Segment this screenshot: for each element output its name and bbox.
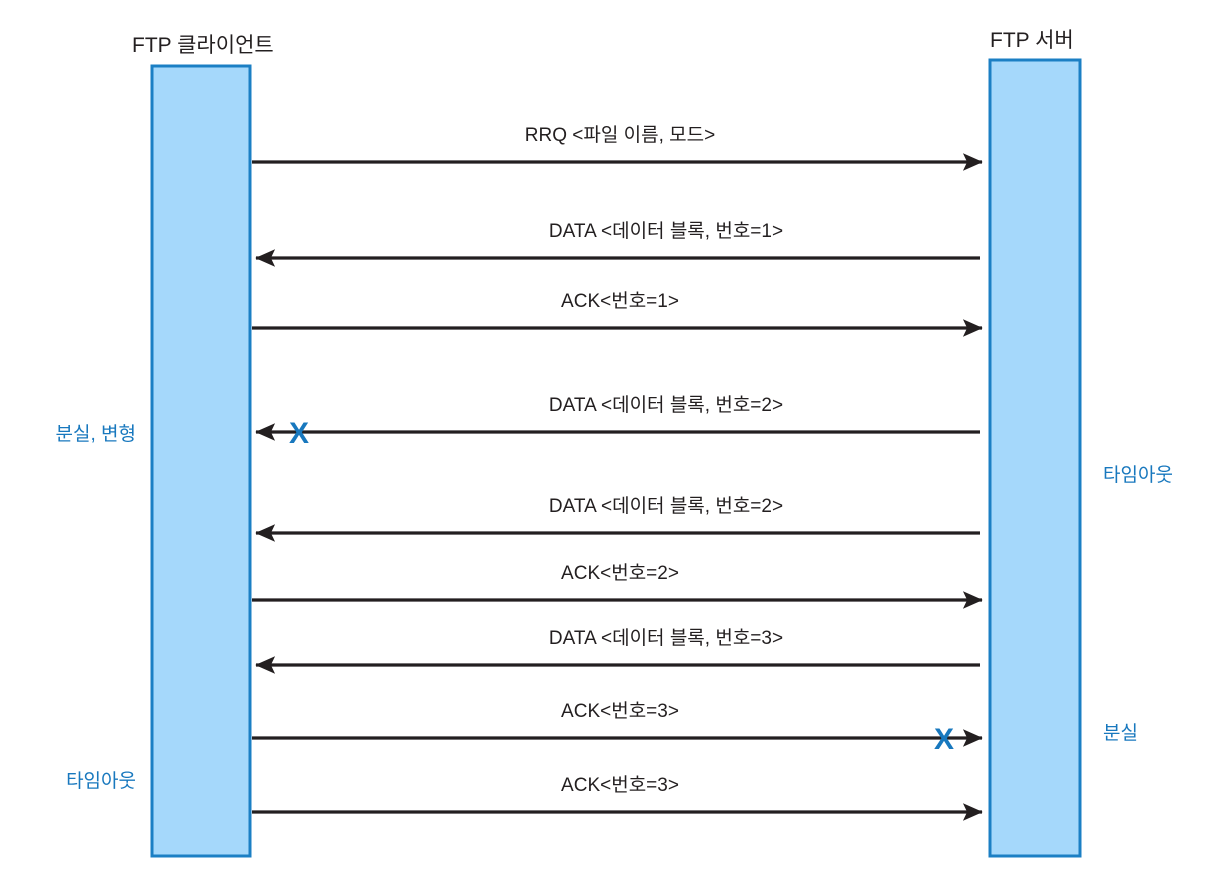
- message-label-m3: ACK<번호=1>: [561, 290, 679, 312]
- lifeline-title-server: FTP 서버: [990, 29, 1074, 52]
- note-server-timeout: 타임아웃: [1103, 464, 1173, 486]
- message-label-m8: ACK<번호=3>: [561, 700, 679, 722]
- lifeline-title-client: FTP 클라이언트: [132, 34, 274, 57]
- message-label-m1: RRQ <파일 이름, 모드>: [525, 124, 715, 146]
- lost-x-icon-m8: X: [934, 723, 954, 756]
- message-label-m9: ACK<번호=3>: [561, 774, 679, 796]
- lost-x-icon-m4: X: [289, 417, 309, 450]
- lifeline-bar-server: [988, 58, 1082, 858]
- message-label-m6: ACK<번호=2>: [561, 562, 679, 584]
- message-label-m5: DATA <데이터 블록, 번호=2>: [549, 495, 783, 517]
- lifeline-bar-client: [150, 64, 252, 858]
- note-client-timeout: 타임아웃: [66, 770, 136, 792]
- message-label-m7: DATA <데이터 블록, 번호=3>: [549, 627, 783, 649]
- note-loss-corruption: 분실, 변형: [56, 423, 136, 445]
- note-server-loss: 분실: [1103, 722, 1138, 744]
- message-label-m2: DATA <데이터 블록, 번호=1>: [549, 220, 783, 242]
- message-label-m4: DATA <데이터 블록, 번호=2>: [549, 394, 783, 416]
